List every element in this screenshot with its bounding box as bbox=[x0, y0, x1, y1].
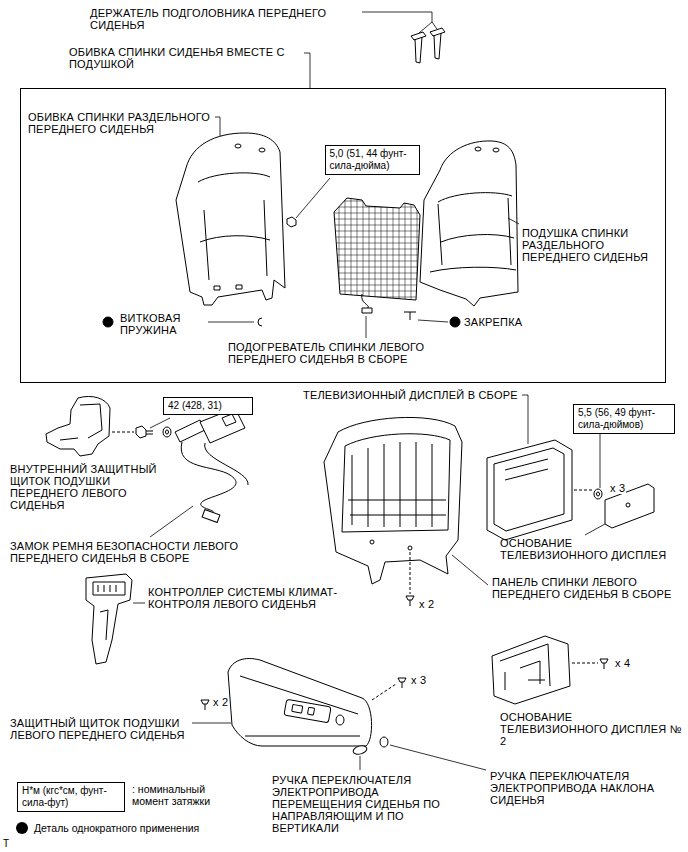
quantity-mark: x 3 bbox=[609, 482, 626, 494]
part-name: ПОДУШКА СПИНКИ РАЗДЕЛЬНОГО ПЕРЕДНЕГО СИД… bbox=[522, 227, 662, 263]
group-heading: ОБИВКА СПИНКИ СИДЕНЬЯ ВМЕСТЕ С ПОДУШКОЙ bbox=[69, 46, 301, 70]
node-text: 5,5 (56, 49 фунт-сила-дюймов) bbox=[578, 407, 670, 431]
part-name: ЗАЩИТНЫЙ ЩИТОК ПОДУШКИ ЛЕВОГО ПЕРЕДНЕГО … bbox=[10, 717, 215, 741]
quantity-mark: x 4 bbox=[614, 657, 631, 669]
headrest-holder bbox=[411, 28, 445, 63]
part-name: РУЧКА ПЕРЕКЛЮЧАТЕЛЯ ЭЛЕКТРОПРИВОДА НАКЛО… bbox=[490, 770, 675, 806]
node-text: 42 (428, 31) bbox=[168, 400, 248, 412]
legend-text: : номинальный момент затяжки bbox=[132, 783, 242, 807]
part-name: ОСНОВАНИЕ ТЕЛЕВИЗИОННОГО ДИСПЛЕЯ № 2 bbox=[500, 711, 682, 747]
part-name: ПОДОГРЕВАТЕЛЬ СПИНКИ ЛЕВОГО ПЕРЕДНЕГО СИ… bbox=[228, 341, 443, 365]
part-name: РУЧКА ПЕРЕКЛЮЧАТЕЛЯ ЭЛЕКТРОПРИВОДА ПЕРЕМ… bbox=[272, 774, 444, 834]
torque-box: 5,5 (56, 49 фунт-сила-дюймов) bbox=[573, 404, 675, 434]
part-name: ТЕЛЕВИЗИОННЫЙ ДИСПЛЕЙ В СБОРЕ bbox=[303, 389, 519, 401]
part-name: ОСНОВАНИЕ ТЕЛЕВИЗИОННОГО ДИСПЛЕЯ bbox=[500, 537, 682, 561]
part-name: ДЕРЖАТЕЛЬ ПОДГОЛОВНИКА ПЕРЕДНЕГО СИДЕНЬЯ bbox=[90, 7, 358, 31]
node-text: 5,0 (51, 44 фунт-сила-дюйма) bbox=[330, 148, 415, 172]
seatback-panel bbox=[324, 417, 462, 606]
quantity-mark: x 2 bbox=[212, 696, 229, 708]
part-name: ВНУТРЕННИЙ ЗАЩИТНЫЙ ЩИТОК ПОДУШКИ ПЕРЕДН… bbox=[10, 463, 175, 511]
coil-spring bbox=[258, 318, 262, 326]
seatback-cushion bbox=[420, 141, 518, 306]
part-name: ПАНЕЛЬ СПИНКИ ЛЕВОГО ПЕРЕДНЕГО СИДЕНЬЯ В… bbox=[492, 576, 682, 600]
part-name: ОБИВКА СПИНКИ РАЗДЕЛЬНОГО ПЕРЕДНЕГО СИДЕ… bbox=[28, 111, 211, 135]
display-base-2 bbox=[492, 636, 608, 704]
figure-code: T bbox=[3, 838, 9, 850]
legend-sample-box: Н*м (кгс*см, фунт-сила-фут) bbox=[17, 782, 125, 812]
part-name: ЗАКРЕПКА bbox=[464, 316, 544, 328]
legend-swatch bbox=[16, 822, 28, 834]
legend-item: : номинальный момент затяжки bbox=[132, 783, 242, 807]
nut bbox=[287, 217, 296, 227]
inner-shield bbox=[46, 396, 110, 456]
quantity-mark: x 3 bbox=[410, 674, 427, 686]
legend-text: Деталь однократного применения bbox=[34, 822, 256, 834]
seat-belt-buckle bbox=[175, 408, 248, 522]
leader-lines bbox=[133, 12, 605, 770]
left-seatback-cover bbox=[176, 133, 285, 305]
part-name: ВИТКОВАЯ ПРУЖИНА bbox=[120, 312, 205, 336]
torque-box: 42 (428, 31) bbox=[163, 397, 253, 415]
bolt bbox=[112, 426, 171, 438]
torque-box: 5,0 (51, 44 фунт-сила-дюйма) bbox=[325, 145, 420, 175]
switch-knobs bbox=[352, 737, 388, 756]
seatback-heater bbox=[334, 198, 420, 313]
quantity-mark: x 2 bbox=[418, 598, 435, 610]
climate-controller bbox=[86, 574, 132, 664]
cushion-shield bbox=[201, 659, 406, 747]
part-name: КОНТРОЛЛЕР СИСТЕМЫ КЛИМАТ-КОНТРОЛЯ ЛЕВОГ… bbox=[148, 586, 338, 610]
tv-display bbox=[487, 440, 572, 540]
clip bbox=[404, 312, 416, 320]
legend-item: Деталь однократного применения bbox=[16, 822, 256, 834]
node-text: Н*м (кгс*см, фунт-сила-фут) bbox=[22, 785, 120, 809]
part-name: ЗАМОК РЕМНЯ БЕЗОПАСНОСТИ ЛЕВОГО ПЕРЕДНЕГ… bbox=[10, 540, 265, 564]
